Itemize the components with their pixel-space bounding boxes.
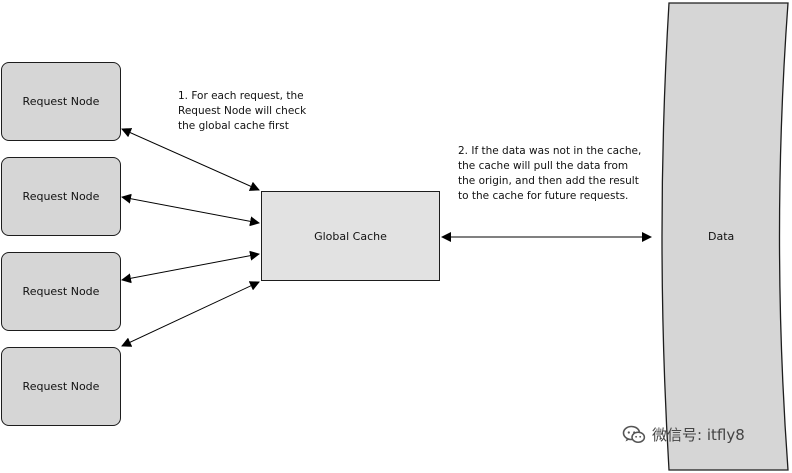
- request-node-label: Request Node: [22, 379, 100, 393]
- watermark-text: 微信号: itfly8: [652, 426, 745, 444]
- global-cache-label: Global Cache: [314, 229, 387, 243]
- wechat-icon: [622, 425, 646, 443]
- request-node-3: Request Node: [1, 252, 121, 331]
- request-node-2: Request Node: [1, 157, 121, 236]
- note-cache-miss: 2. If the data was not in the cache, the…: [458, 145, 642, 202]
- request-node-1: Request Node: [1, 62, 121, 141]
- connector-node3-cache: [121, 250, 260, 284]
- request-node-label: Request Node: [22, 94, 100, 108]
- note-global-cache-check: 1. For each request, the Request Node wi…: [178, 90, 307, 132]
- watermark: 微信号: itfly8: [622, 424, 745, 445]
- request-node-4: Request Node: [1, 347, 121, 426]
- data-store-label: Data: [708, 230, 735, 243]
- global-cache-box: Global Cache: [261, 191, 440, 281]
- connector-node4-cache: [121, 281, 260, 347]
- connector-node1-cache: [121, 128, 260, 191]
- connector-node2-cache: [121, 193, 260, 227]
- request-node-label: Request Node: [22, 284, 100, 298]
- request-node-label: Request Node: [22, 189, 100, 203]
- data-store-shape: [661, 2, 789, 471]
